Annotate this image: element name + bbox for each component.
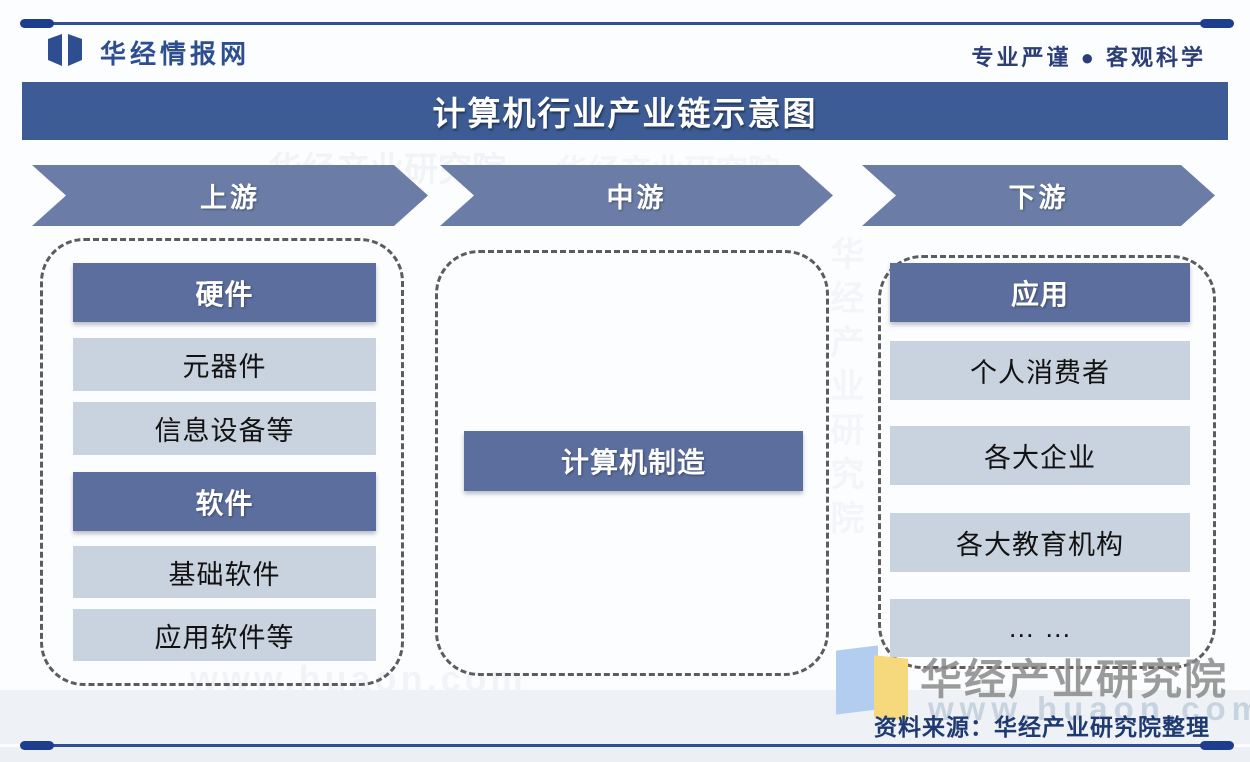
top-divider — [20, 19, 1234, 28]
upstream-box-hardware: 硬件 — [73, 263, 376, 322]
downstream-box-enterprises: 各大企业 — [890, 426, 1190, 485]
footer-band — [0, 690, 1250, 744]
page-bottom-margin — [0, 747, 1250, 762]
upstream-box-app-software: 应用软件等 — [73, 609, 376, 661]
downstream-panel: 应用 个人消费者 各大企业 各大教育机构 … … — [878, 255, 1216, 669]
stage-arrow-upstream-label: 上游 — [200, 183, 260, 213]
site-tagline: 专业严谨 ● 客观科学 — [971, 45, 1206, 70]
midstream-panel: 计算机制造 — [435, 250, 829, 676]
data-source-note: 资料来源：华经产业研究院整理 — [874, 714, 1210, 740]
huaon-watermark-brand: 华经产业研究院 — [920, 656, 1229, 703]
bottom-divider-right-cap — [1200, 741, 1234, 750]
top-divider-left-cap — [20, 19, 54, 28]
upstream-box-info-devices: 信息设备等 — [73, 402, 376, 455]
upstream-box-software: 软件 — [73, 472, 376, 531]
upstream-box-components: 元器件 — [73, 338, 376, 391]
midstream-box-computer-manufacturing: 计算机制造 — [464, 431, 803, 491]
huaon-logo-blue-page-icon — [836, 645, 878, 715]
site-brand: 华经情报网 — [44, 33, 250, 72]
stage-arrow-midstream-label: 中游 — [606, 183, 667, 213]
downstream-box-consumers: 个人消费者 — [890, 341, 1190, 400]
bottom-divider-left-cap — [20, 741, 54, 750]
stage-arrow-midstream: 中游 — [440, 165, 833, 226]
stage-arrow-upstream: 上游 — [32, 165, 428, 226]
downstream-box-education: 各大教育机构 — [890, 513, 1190, 572]
stage-arrow-downstream-label: 下游 — [1008, 183, 1069, 213]
bottom-divider — [20, 741, 1234, 750]
top-divider-right-cap — [1200, 19, 1234, 28]
page-title: 计算机行业产业链示意图 — [22, 82, 1228, 140]
huaon-watermark-url: www.huaon.com — [928, 690, 1250, 727]
downstream-box-applications: 应用 — [890, 263, 1190, 322]
upstream-box-basic-software: 基础软件 — [73, 546, 376, 598]
site-brand-name: 华经情报网 — [100, 39, 251, 69]
huajing-book-logo-icon — [44, 33, 86, 72]
downstream-box-ellipsis: … … — [890, 599, 1190, 657]
upstream-panel: 硬件 元器件 信息设备等 软件 基础软件 应用软件等 — [40, 238, 404, 686]
stage-arrow-downstream: 下游 — [862, 165, 1215, 226]
